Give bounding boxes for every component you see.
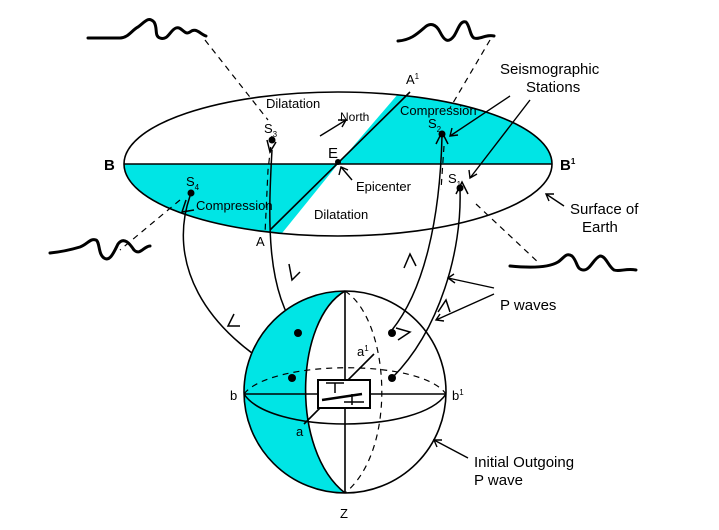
p-wave-pointer-2 xyxy=(435,293,495,321)
station-dots xyxy=(187,130,464,382)
label-seismo-line1: Seismographic xyxy=(500,61,600,78)
surface-pointer xyxy=(545,193,565,207)
epicenter-dot xyxy=(335,159,341,165)
label-north: North xyxy=(340,110,369,124)
point-E: E xyxy=(328,145,338,162)
point-b: b xyxy=(230,388,237,403)
point-B: B xyxy=(104,157,115,174)
pointer-arrows xyxy=(319,95,565,459)
label-initial-line1: Initial Outgoing xyxy=(474,454,574,471)
initial-wave-pointer xyxy=(433,439,469,459)
point-Z: Z xyxy=(340,506,348,521)
point-b1: b1 xyxy=(452,388,464,403)
label-initial-line2: P wave xyxy=(474,472,523,489)
source-mechanism-box xyxy=(317,379,371,409)
label-compression-right: Compression xyxy=(400,103,477,118)
seismogram-bottom-right xyxy=(508,253,638,273)
point-A: A xyxy=(256,234,265,249)
station-S2: S2 xyxy=(428,116,442,134)
point-a: a xyxy=(296,424,304,439)
label-p-waves: P waves xyxy=(500,297,556,314)
label-surface-line1: Surface of xyxy=(570,201,639,218)
seismogram-top-right xyxy=(396,20,496,43)
label-dilatation-bottom: Dilatation xyxy=(314,207,368,222)
ray-s1 xyxy=(391,189,461,379)
nodal-plane-front xyxy=(304,290,346,494)
p-wave-pointer-1 xyxy=(447,277,495,289)
label-compression-left: Compression xyxy=(196,198,273,213)
station-S1: S1 xyxy=(448,171,462,189)
seismogram-top-left xyxy=(86,18,208,40)
seismo-pointer-s1 xyxy=(469,99,531,179)
label-surface-line2: Earth xyxy=(582,219,618,236)
point-B1: B1 xyxy=(560,157,576,174)
epicenter-pointer xyxy=(340,166,353,181)
label-epicenter: Epicenter xyxy=(356,179,412,194)
seismogram-bottom-left xyxy=(48,238,152,261)
compression-lobe-left xyxy=(244,291,345,493)
dashed-rays xyxy=(119,39,541,265)
station-S3: S3 xyxy=(264,121,278,139)
surface-ellipse xyxy=(123,91,553,237)
label-dilatation-top: Dilatation xyxy=(266,96,320,111)
point-a1: a1 xyxy=(357,344,369,359)
station-S4: S4 xyxy=(186,174,200,192)
ray-s2 xyxy=(391,135,443,331)
north-arrow xyxy=(319,119,347,137)
label-seismo-line2: Stations xyxy=(526,79,580,96)
point-A1: A1 xyxy=(406,72,420,87)
focal-sphere xyxy=(243,290,447,494)
seismo-pointer-s2 xyxy=(449,95,511,137)
